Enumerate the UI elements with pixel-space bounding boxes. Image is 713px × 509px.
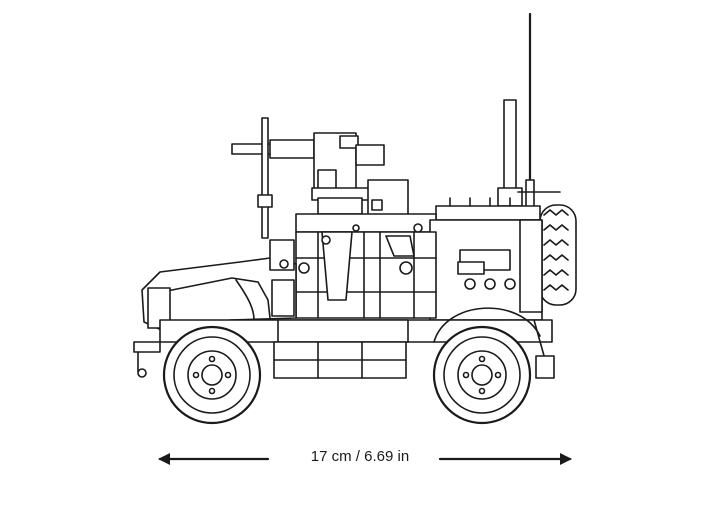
- left-arrow-head: [158, 453, 170, 465]
- right-arrow-head: [560, 453, 572, 465]
- upper-hull: [295, 197, 543, 321]
- dimension-label: 17 cm / 6.69 in: [310, 448, 410, 465]
- front-wheel: [162, 325, 262, 425]
- spare-tire: [539, 204, 577, 306]
- hood: [141, 239, 310, 333]
- turret-gun: [231, 117, 409, 239]
- dimension-line: [158, 453, 572, 465]
- antennas: [497, 12, 561, 209]
- rear-wheel: [432, 325, 532, 425]
